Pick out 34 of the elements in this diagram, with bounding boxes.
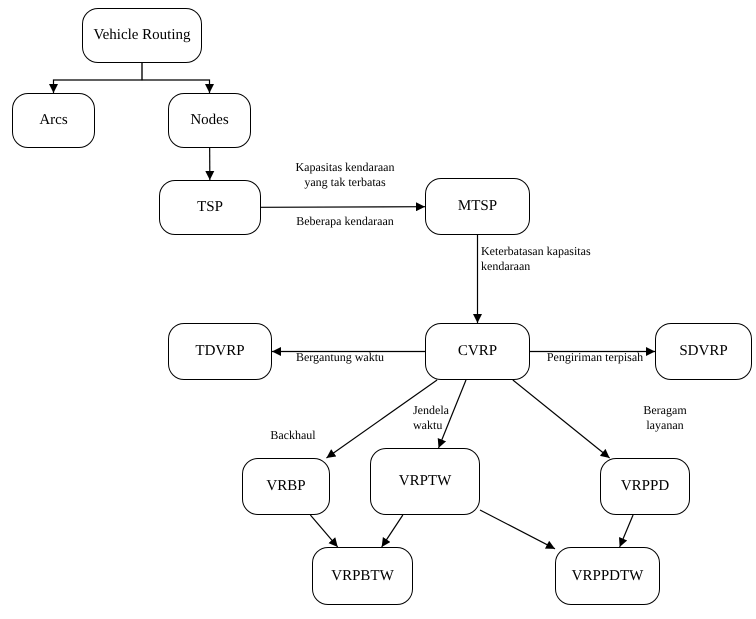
edge-label: Kapasitas kendaraan yang tak terbatas bbox=[294, 160, 396, 190]
process-box: Arcs bbox=[12, 93, 95, 148]
arrow bbox=[272, 347, 425, 356]
process-box: TDVRP bbox=[168, 323, 272, 380]
edge-label: Jendela waktu bbox=[413, 403, 450, 433]
process-box: VRBP bbox=[242, 458, 330, 515]
process-box: Vehicle Routing bbox=[82, 8, 202, 63]
process-box: VRPTW bbox=[370, 448, 480, 515]
line-label: Beberapa kendaraan bbox=[295, 214, 395, 229]
process-box: VRPPDTW bbox=[555, 547, 660, 605]
edge-label: Backhaul bbox=[269, 428, 317, 443]
arrow bbox=[473, 235, 482, 323]
arrow bbox=[618, 514, 634, 548]
arrow bbox=[512, 380, 610, 458]
edge-label: Keterbatasan kapasitas kendaraan bbox=[481, 244, 592, 274]
process-box: SDVRP bbox=[655, 323, 752, 380]
process-box: MTSP bbox=[425, 178, 530, 235]
process-box: VRPPD bbox=[600, 458, 690, 515]
arrow bbox=[530, 347, 655, 356]
edge-label: Beragam layanan bbox=[642, 403, 688, 433]
arrow bbox=[326, 380, 438, 458]
arrow bbox=[381, 514, 404, 548]
process-box: CVRP bbox=[425, 323, 530, 380]
arrow bbox=[480, 509, 556, 550]
edge-label: Bergantung waktu bbox=[294, 350, 386, 365]
process-box: TSP bbox=[159, 180, 261, 235]
process-box: Nodes bbox=[168, 93, 251, 148]
arrow bbox=[141, 63, 214, 93]
arrow bbox=[261, 202, 425, 212]
arrow bbox=[205, 148, 214, 180]
arrow bbox=[438, 380, 467, 448]
arrow bbox=[310, 514, 338, 548]
process-box: VRPBTW bbox=[312, 547, 413, 605]
edge-label: Pengiriman terpisah bbox=[546, 350, 644, 365]
